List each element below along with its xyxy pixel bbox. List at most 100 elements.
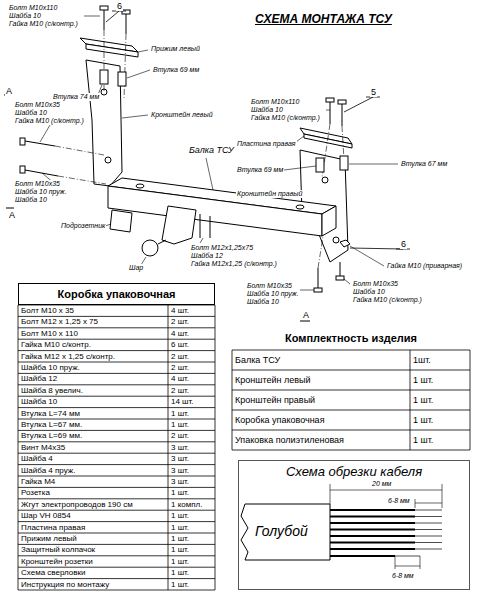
- table-item: Втулка L=74 мм: [18, 408, 168, 419]
- part-label: Втулка 69 мм: [236, 166, 284, 174]
- table-item: Кронштейн правый: [232, 390, 410, 410]
- dimension-label: 6-8 мм: [392, 572, 414, 580]
- part-label: Гайка М10 (приварная): [386, 262, 463, 270]
- bolt: [20, 138, 58, 176]
- table-qty: 4 шт.: [168, 328, 215, 339]
- table-grid: [232, 350, 233, 450]
- table-grid: [18, 533, 215, 534]
- bolt: [25, 170, 58, 176]
- welded-nut: [340, 240, 350, 247]
- part-label: Гайка М10 (с/контр.): [250, 114, 321, 122]
- table-item: Розетка: [18, 487, 168, 498]
- dimension-line: [415, 503, 442, 504]
- table-qty: 3 шт.: [168, 442, 215, 453]
- table-item: Инструкция по монтажу: [18, 579, 168, 590]
- dimension-label: 20 мм: [372, 480, 391, 488]
- wire: [330, 529, 415, 531]
- table-grid: [232, 370, 470, 371]
- socket-plate: [110, 210, 132, 232]
- leader-line: [350, 246, 384, 266]
- table-grid: [18, 305, 19, 590]
- table-grid: [18, 396, 215, 397]
- table-qty: 4 шт.: [168, 305, 215, 316]
- bolt: [126, 14, 127, 34]
- table-item: Кронштейн розетки: [18, 556, 168, 567]
- table-qty: 1 шт.: [168, 408, 215, 419]
- callout-number: 5: [370, 87, 377, 97]
- table-qty: 1 компл.: [168, 499, 215, 510]
- table-grid: [18, 453, 215, 454]
- wire: [395, 556, 420, 557]
- table-item: Шайба 10 пруж.: [18, 362, 168, 373]
- table-grid: [18, 498, 215, 499]
- dimension-line: [330, 484, 331, 504]
- leader-line: [300, 290, 314, 291]
- table-grid: [18, 555, 215, 556]
- cable: [241, 504, 330, 560]
- table-qty: 1шт.: [410, 350, 470, 370]
- part-label: Шайба 10: [14, 109, 48, 117]
- part-label: Гайка М10 (с/контр.): [8, 20, 79, 28]
- table-item: Коробка упаковочная: [232, 410, 410, 430]
- part-label: Шайба 12: [190, 252, 224, 260]
- table-grid: [18, 373, 215, 374]
- table-qty: 2 шт.: [168, 316, 215, 327]
- part-label: Прижим левый: [150, 45, 201, 53]
- table-grid: [18, 567, 215, 568]
- part-label: Болт М10х35: [14, 180, 61, 188]
- wire: [330, 509, 415, 511]
- table-qty: 1 шт.: [168, 579, 215, 590]
- wire: [330, 555, 395, 557]
- part-label: Шайба 10: [246, 298, 280, 306]
- table-qty: 1 шт.: [168, 567, 215, 578]
- part-label: Болт М10х35: [352, 280, 399, 288]
- part-label: Подрозетник: [60, 222, 106, 230]
- cable: [241, 504, 330, 560]
- wire-color: Голубой: [255, 524, 308, 539]
- table-grid: [232, 390, 470, 391]
- leader-line: [40, 16, 398, 290]
- part-label: Гайка М10 (с/контр.): [352, 296, 423, 304]
- table-qty: 4 шт.: [168, 373, 215, 384]
- table-item: Втулка L=67 мм.: [18, 419, 168, 430]
- leader-line: [200, 238, 203, 243]
- table-qty: 14 шт.: [168, 396, 215, 407]
- table-item: Пластина правая: [18, 522, 168, 533]
- part-label: Болт М10х35: [14, 101, 61, 109]
- bolt: [340, 262, 341, 276]
- bolt: [100, 6, 108, 10]
- callout-number: А: [8, 210, 16, 220]
- part-label: Шайба 10 пруж.: [14, 188, 68, 196]
- table-grid: [18, 430, 215, 431]
- table-grid: [232, 350, 470, 351]
- table-qty: 2 шт.: [168, 362, 215, 373]
- table-item: Кронштейн левый: [232, 370, 410, 390]
- dimension-line: [420, 556, 421, 569]
- table-qty: 1 шт.: [410, 430, 470, 450]
- table-grid: [18, 476, 215, 477]
- table-qty: 1 шт.: [168, 544, 215, 555]
- table-grid: [18, 316, 215, 317]
- part-label: Втулка 67 мм: [400, 160, 448, 168]
- table-qty: 3 шт.: [168, 476, 215, 487]
- table-grid: [470, 350, 471, 450]
- dimension-line: [330, 490, 442, 491]
- callout-line: [344, 97, 373, 112]
- leader-line: [84, 16, 100, 17]
- bolt: [318, 268, 319, 288]
- right-bracket: [333, 237, 339, 243]
- dimension-line: [442, 484, 443, 508]
- leader-line: [40, 125, 50, 142]
- bolt: [330, 102, 331, 124]
- bolt: [326, 98, 334, 102]
- wire: [330, 522, 415, 524]
- wire: [415, 510, 442, 511]
- callout-line: [350, 248, 403, 249]
- part-label: Балка ТСУ: [188, 145, 235, 155]
- table-item: Гайка М10 с/контр.: [18, 339, 168, 350]
- dimension-label: 6-8 мм: [388, 497, 410, 505]
- left-bracket: [86, 60, 122, 186]
- table-qty: 1 шт.: [410, 390, 470, 410]
- table-qty: 1 шт.: [168, 522, 215, 533]
- table-grid: [232, 430, 470, 431]
